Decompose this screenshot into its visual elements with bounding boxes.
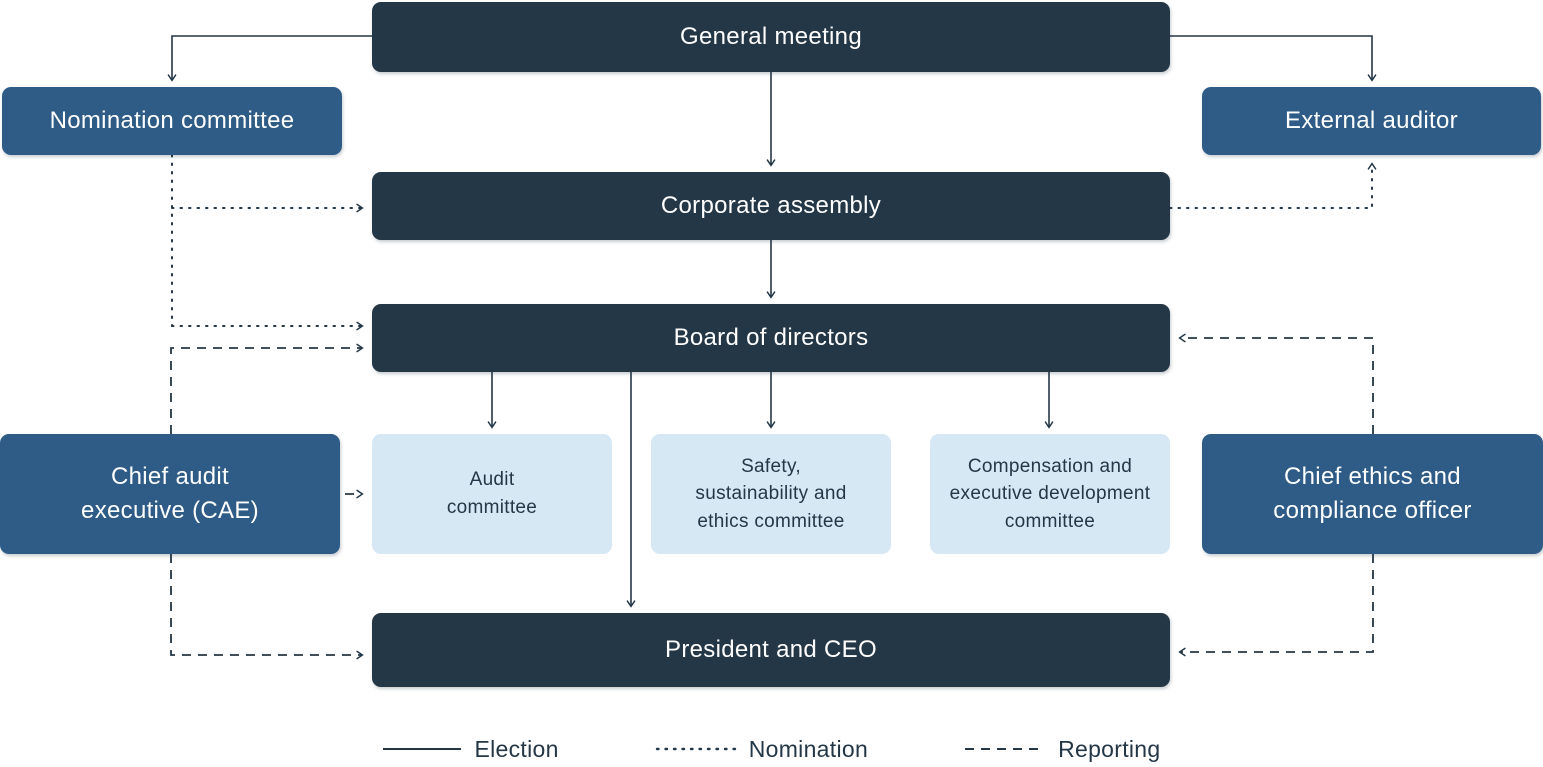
edge-general-meeting-to-nomination-committee	[167, 35, 372, 82]
node-general-meeting: General meeting	[372, 2, 1170, 72]
legend-item-election: Election	[382, 736, 558, 763]
edge-cae-to-president-ceo	[170, 554, 364, 660]
nomination-line-sample	[655, 747, 736, 751]
edge-corporate-assembly-to-external-auditor	[1169, 162, 1377, 209]
reporting-line-sample	[965, 748, 1046, 750]
election-line-sample	[383, 748, 462, 750]
node-external-auditor: External auditor	[1202, 87, 1541, 155]
edge-cae-to-board	[170, 343, 364, 434]
node-chief-audit-executive: Chief audit executive (CAE)	[0, 434, 340, 554]
node-nomination-committee: Nomination committee	[2, 87, 342, 155]
node-audit-committee: Audit committee	[372, 434, 612, 554]
node-president-and-ceo: President and CEO	[372, 613, 1170, 687]
node-compensation-executive-development-committee: Compensation and executive development c…	[930, 434, 1170, 554]
legend: Election Nomination Reporting	[0, 731, 1543, 767]
legend-label-nomination: Nomination	[748, 735, 869, 762]
edge-general-meeting-to-external-auditor	[1170, 35, 1377, 82]
legend-item-reporting: Reporting	[964, 736, 1160, 763]
node-board-of-directors: Board of directors	[372, 304, 1170, 372]
legend-label-election: Election	[474, 735, 559, 762]
node-chief-ethics-compliance-officer: Chief ethics and compliance officer	[1202, 434, 1543, 554]
edge-ceco-to-board	[1178, 333, 1374, 434]
node-corporate-assembly: Corporate assembly	[372, 172, 1170, 240]
node-safety-sustainability-ethics-committee: Safety, sustainability and ethics commit…	[651, 434, 891, 554]
legend-item-nomination: Nomination	[655, 736, 868, 763]
edge-ceco-to-president-ceo	[1178, 554, 1374, 657]
legend-label-reporting: Reporting	[1058, 735, 1161, 762]
